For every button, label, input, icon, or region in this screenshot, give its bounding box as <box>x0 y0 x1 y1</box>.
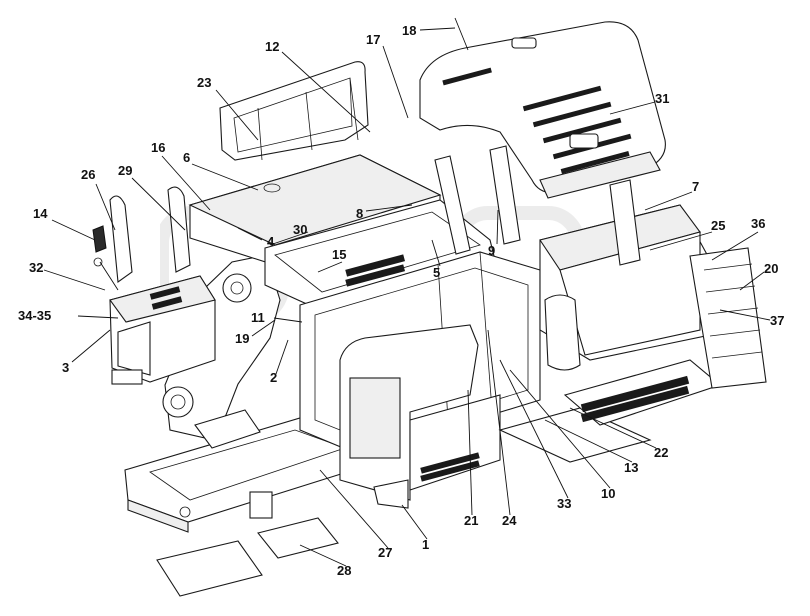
right-compartment-25 <box>539 204 767 389</box>
callout-29: 29 <box>118 163 133 178</box>
callout-37: 37 <box>770 313 785 328</box>
callout-5: 5 <box>433 265 441 280</box>
side-rail-15 <box>345 254 406 287</box>
callout-19: 19 <box>235 331 250 346</box>
callout-33: 33 <box>557 496 572 511</box>
floor-plates-13-22 <box>498 359 722 463</box>
left-seat-26 <box>92 186 191 291</box>
callout-31: 31 <box>655 91 670 106</box>
callout-21: 21 <box>464 513 479 528</box>
callout-30: 30 <box>293 222 308 237</box>
base-frame-27 <box>124 417 363 533</box>
callout-16: 16 <box>151 140 166 155</box>
callout-32: 32 <box>29 260 44 275</box>
rear-rail-23 <box>219 61 369 161</box>
callout-3: 3 <box>62 360 70 375</box>
callout-20: 20 <box>764 261 779 276</box>
callout-17: 17 <box>366 32 381 47</box>
callout-8: 8 <box>356 206 364 221</box>
callout-23: 23 <box>197 75 212 90</box>
engine-hood-31 <box>419 17 666 199</box>
callout-24: 24 <box>502 513 517 528</box>
callout-10: 10 <box>601 486 616 501</box>
main-deck-6-8 <box>188 154 496 311</box>
callout-6-upper: 6 <box>183 150 191 165</box>
support-posts-7 <box>434 145 641 266</box>
callout-18: 18 <box>402 23 417 38</box>
callout-2: 2 <box>270 370 278 385</box>
leader-lines <box>43 27 771 567</box>
callout-11: 11 <box>251 310 265 325</box>
left-tool-box-3 <box>109 275 216 385</box>
callout-34-35: 34-35 <box>18 308 52 323</box>
front-step-panel-1 <box>339 324 501 509</box>
callout-4: 4 <box>267 234 275 249</box>
callout-25: 25 <box>711 218 726 233</box>
callout-1: 1 <box>422 537 430 552</box>
callout-14: 14 <box>33 206 48 221</box>
cover-plates-28 <box>156 517 339 597</box>
arm-linkage-2-19 <box>162 254 281 449</box>
callout-13: 13 <box>624 460 639 475</box>
callout-22: 22 <box>654 445 669 460</box>
callout-28: 28 <box>337 563 352 578</box>
callout-15: 15 <box>332 247 347 262</box>
callout-7: 7 <box>692 179 700 194</box>
callout-36: 36 <box>751 216 766 231</box>
callout-27: 27 <box>378 545 393 560</box>
callout-26: 26 <box>81 167 96 182</box>
callout-12: 12 <box>265 39 280 54</box>
callout-9: 9 <box>488 243 496 258</box>
